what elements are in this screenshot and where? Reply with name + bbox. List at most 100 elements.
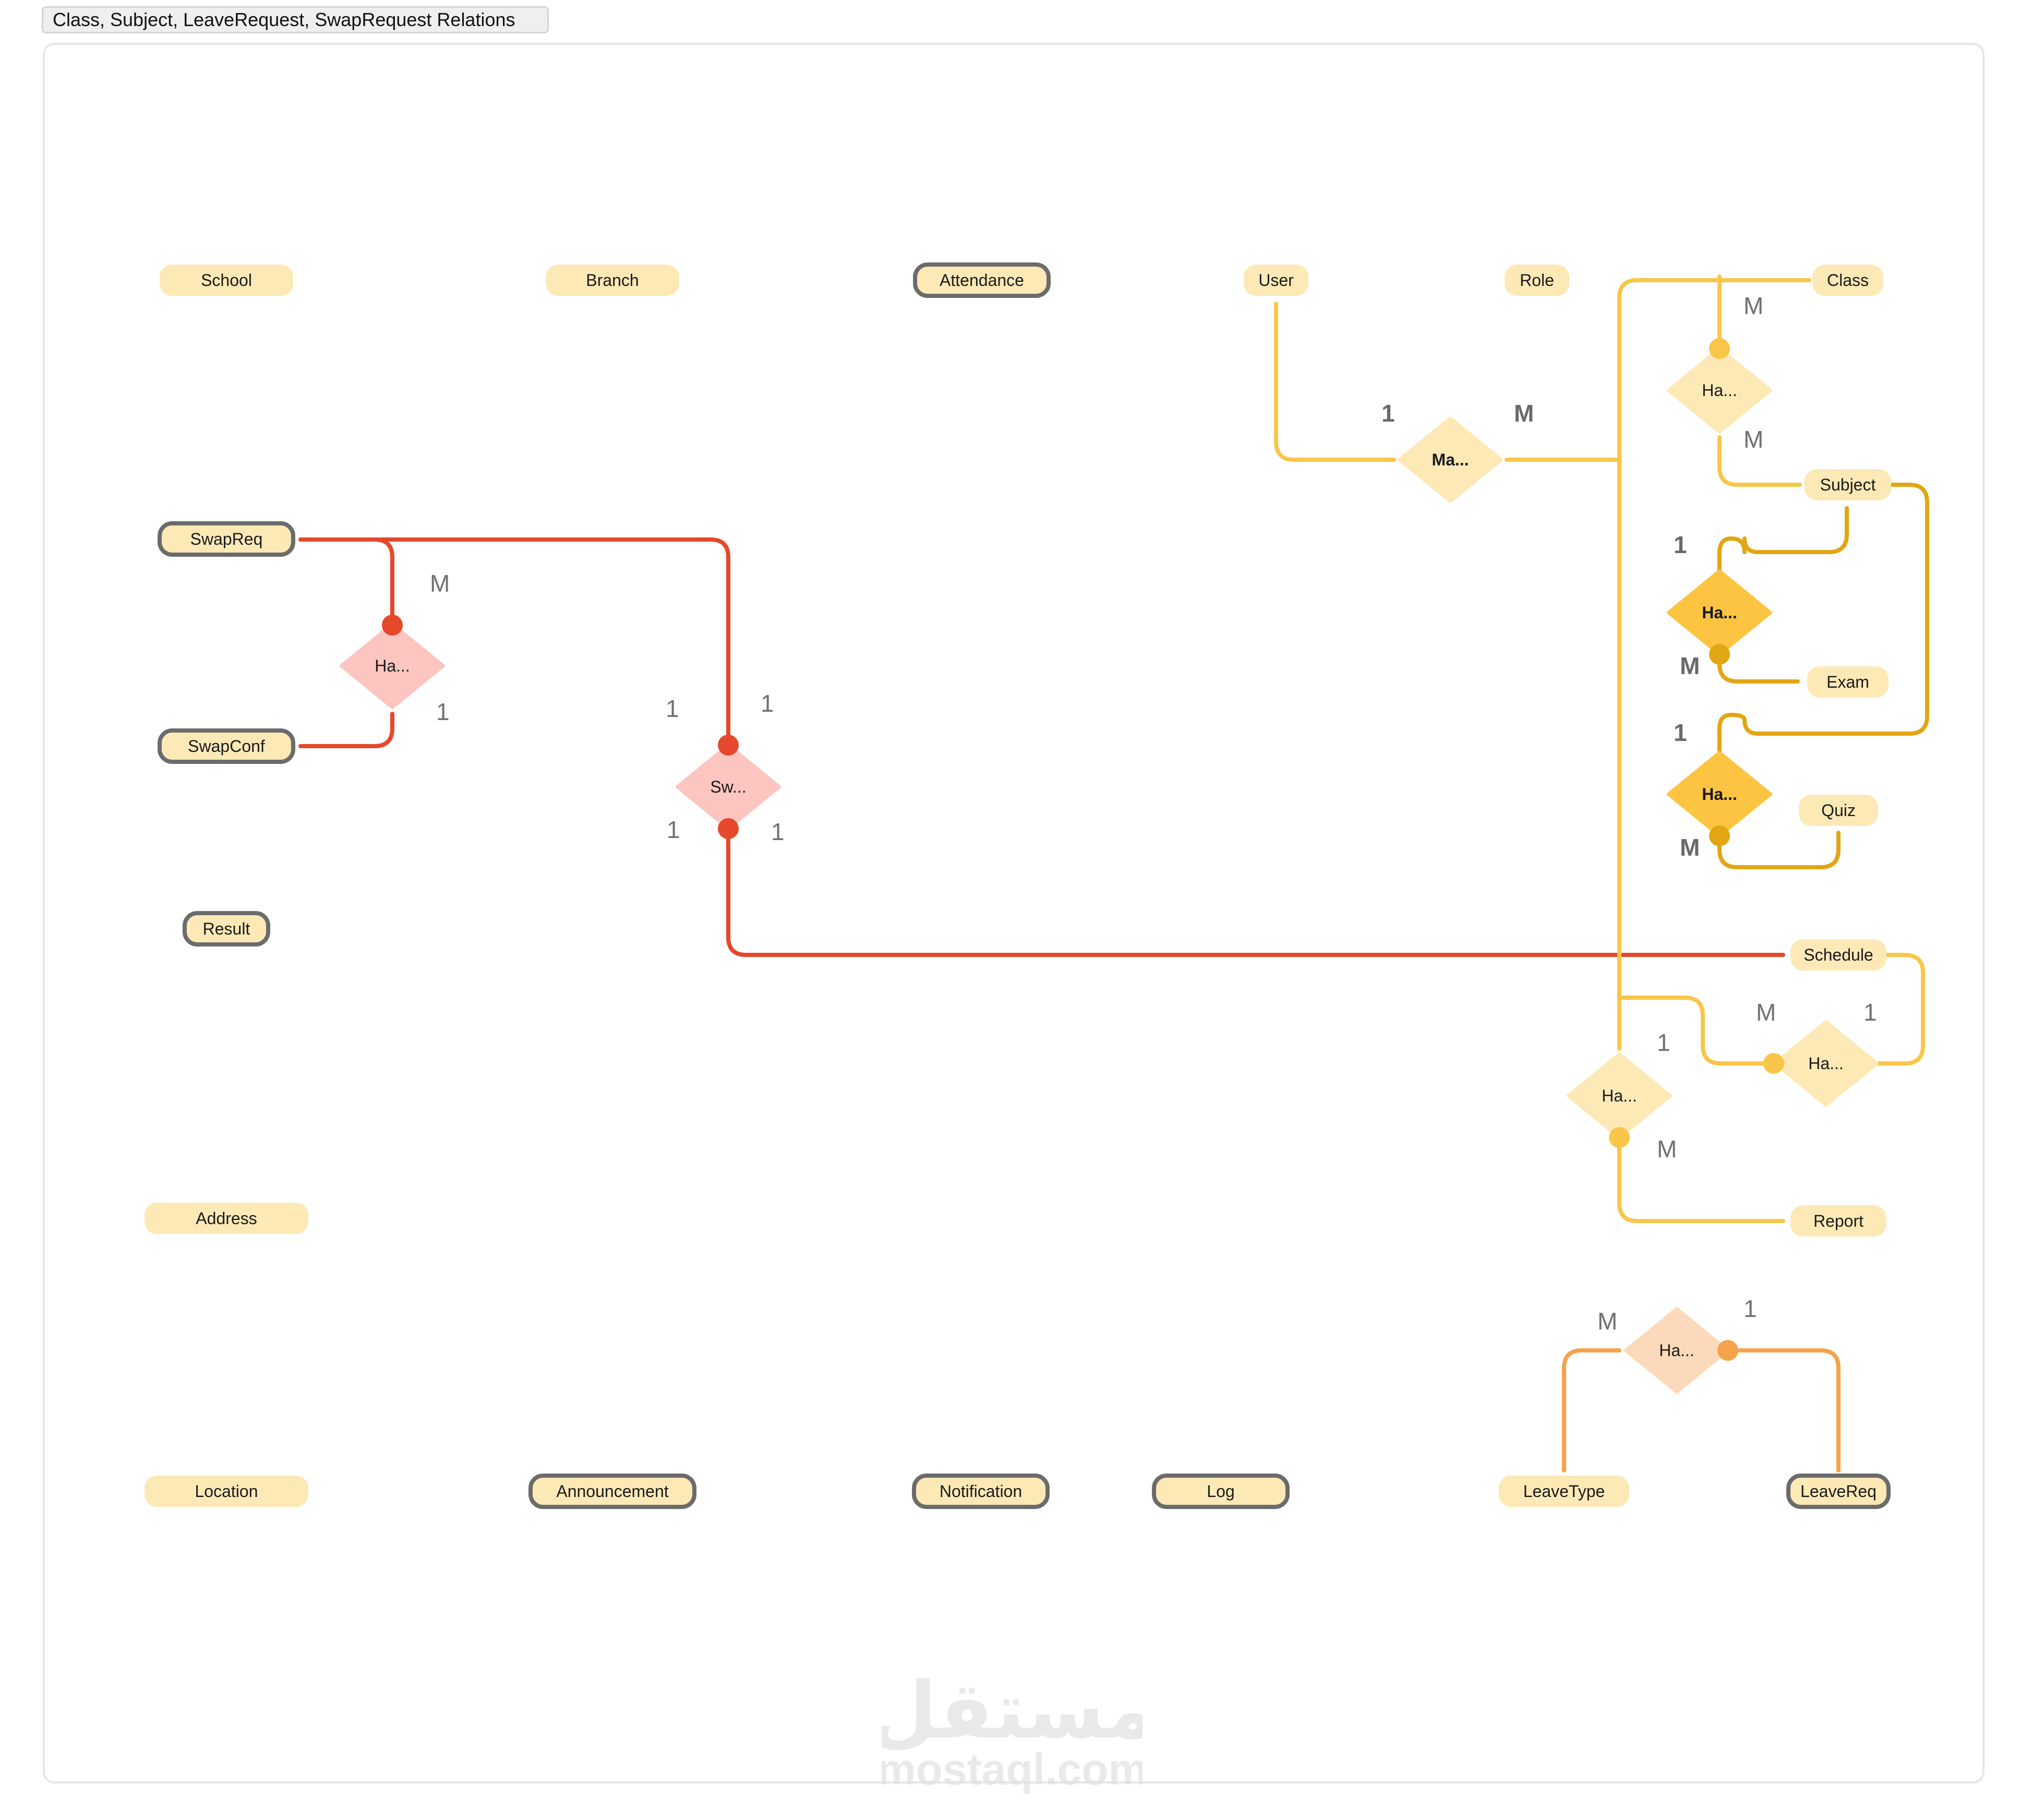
- class-trunk-edge[interactable]: [1617, 278, 1811, 1051]
- entity-report[interactable]: Report: [1790, 1205, 1886, 1237]
- edge-endpoint-dot: [718, 818, 739, 839]
- entity-box[interactable]: [1790, 939, 1886, 971]
- relationship-user-class[interactable]: Ma...: [1398, 416, 1503, 503]
- entity-leavereq[interactable]: LeaveReq: [1786, 1474, 1891, 1509]
- entity-address[interactable]: Address: [145, 1203, 308, 1234]
- hasQuiz-quiz-edge[interactable]: [1717, 831, 1841, 869]
- cardinality-label: 1: [1863, 999, 1877, 1026]
- entity-box[interactable]: [913, 262, 1051, 298]
- hasReport-report-edge[interactable]: [1617, 1141, 1785, 1223]
- swapreq-hasconf-edge[interactable]: [298, 537, 394, 627]
- swapreq-swap-edge[interactable]: [298, 537, 730, 747]
- entity-box[interactable]: [1805, 469, 1891, 500]
- trunk-hasSchedule-edge[interactable]: [1617, 996, 1776, 1065]
- cardinality-label: 1: [667, 816, 680, 843]
- entity-school[interactable]: School: [160, 265, 293, 296]
- entity-box[interactable]: [546, 265, 679, 296]
- edge-endpoint-dot: [718, 735, 739, 756]
- cardinality-label: 1: [1674, 719, 1687, 746]
- entity-role[interactable]: Role: [1505, 265, 1569, 296]
- cardinality-label: 1: [771, 818, 785, 845]
- relationship-label: Ha...: [1702, 785, 1737, 804]
- entity-log[interactable]: Log: [1152, 1474, 1290, 1509]
- diagram-title-tab[interactable]: Class, Subject, LeaveRequest, SwapReques…: [42, 6, 549, 33]
- entity-exam[interactable]: Exam: [1807, 666, 1889, 698]
- cardinality-label: M: [1597, 1308, 1617, 1335]
- entity-box[interactable]: [1807, 666, 1889, 698]
- edge-endpoint-dot: [1709, 644, 1730, 665]
- entity-box[interactable]: [145, 1476, 308, 1507]
- relationship-diamond[interactable]: [1398, 416, 1503, 503]
- relationship-label: Sw...: [710, 777, 746, 796]
- relationship-subject-exam[interactable]: Ha...: [1667, 569, 1772, 656]
- entity-label: Quiz: [1821, 801, 1856, 820]
- entity-location[interactable]: Location: [145, 1476, 308, 1507]
- subject-hasExam-edge[interactable]: [1717, 506, 1849, 574]
- entity-box[interactable]: [183, 911, 270, 947]
- entity-box[interactable]: [158, 728, 295, 764]
- entity-label: User: [1258, 271, 1294, 290]
- relationship-swapreq-swapconf[interactable]: Ha...: [340, 622, 445, 709]
- relationship-diamond[interactable]: [1773, 1020, 1879, 1107]
- entities-layer: School Branch Attendance User Role ClassSubje…: [145, 262, 1891, 1509]
- entity-box[interactable]: [1799, 795, 1878, 826]
- endpoints-layer: [382, 338, 1784, 1361]
- entity-box[interactable]: [1152, 1474, 1290, 1509]
- relationship-schedule-class[interactable]: Ha...: [1773, 1020, 1879, 1107]
- cardinality-label: 1: [1674, 531, 1687, 558]
- entity-label: Role: [1520, 271, 1554, 290]
- diagram-canvas[interactable]: [43, 43, 1985, 1783]
- relationship-class-report[interactable]: Ha...: [1567, 1052, 1672, 1139]
- entity-box[interactable]: [1786, 1474, 1891, 1509]
- entity-box[interactable]: [160, 265, 293, 296]
- cardinality-label: M: [1744, 292, 1763, 319]
- entity-announcement[interactable]: Announcement: [528, 1474, 696, 1509]
- entity-box[interactable]: [1244, 265, 1308, 296]
- entity-notification[interactable]: Notification: [912, 1474, 1050, 1509]
- entity-quiz[interactable]: Quiz: [1799, 795, 1878, 826]
- relationship-diamond[interactable]: [1624, 1307, 1729, 1394]
- entity-attendance[interactable]: Attendance: [913, 262, 1051, 298]
- relationship-swapreq-schedule[interactable]: Sw...: [676, 744, 781, 830]
- edge-endpoint-dot: [1609, 1127, 1630, 1148]
- entity-swapconf[interactable]: SwapConf: [158, 728, 295, 764]
- relationship-leavetype-leavereq[interactable]: Ha...: [1624, 1307, 1729, 1394]
- entity-leavetype[interactable]: LeaveType: [1499, 1476, 1629, 1507]
- subject-hasQuiz-edge[interactable]: [1717, 483, 1929, 756]
- leavereq-hasleave-edge[interactable]: [1731, 1348, 1841, 1472]
- relationship-subject-quiz[interactable]: Ha...: [1667, 751, 1772, 837]
- hasSubject-subject-edge[interactable]: [1717, 435, 1802, 487]
- entity-box[interactable]: [158, 521, 295, 557]
- user-manages-edge[interactable]: [1274, 302, 1396, 462]
- entity-box[interactable]: [912, 1474, 1050, 1509]
- entity-label: Notification: [940, 1482, 1022, 1501]
- swapconf-hasconf-edge[interactable]: [298, 712, 394, 748]
- relationship-diamond[interactable]: [1667, 347, 1772, 434]
- entity-label: Announcement: [556, 1482, 668, 1501]
- entity-box[interactable]: [528, 1474, 696, 1509]
- entity-box[interactable]: [1505, 265, 1569, 296]
- relationship-class-subject[interactable]: Ha...: [1667, 347, 1772, 434]
- entity-box[interactable]: [1790, 1205, 1886, 1237]
- entity-box[interactable]: [145, 1203, 308, 1234]
- schedule-hasSchedule-edge[interactable]: [1876, 953, 1925, 1065]
- entity-label: Attendance: [940, 271, 1024, 290]
- relationship-diamond[interactable]: [340, 622, 445, 709]
- mostaql-watermark: مستقل mostaql.com: [882, 1666, 1143, 1794]
- leavetype-hasleave-edge[interactable]: [1562, 1348, 1621, 1472]
- entity-schedule[interactable]: Schedule: [1790, 939, 1886, 971]
- entity-box[interactable]: [1812, 265, 1883, 296]
- entity-branch[interactable]: Branch: [546, 265, 679, 296]
- hasExam-exam-edge[interactable]: [1717, 652, 1800, 684]
- entity-class[interactable]: Class: [1812, 265, 1883, 296]
- edge-endpoint-dot: [1763, 1053, 1784, 1074]
- entity-subject[interactable]: Subject: [1805, 469, 1891, 500]
- cardinality-label: 1: [1381, 400, 1395, 427]
- relationship-label: Ha...: [375, 656, 410, 675]
- entity-result[interactable]: Result: [183, 911, 270, 947]
- entity-box[interactable]: [1499, 1476, 1629, 1507]
- entity-user[interactable]: User: [1244, 265, 1308, 296]
- swap-schedule-edge[interactable]: [726, 827, 1785, 957]
- entity-swapreq[interactable]: SwapReq: [158, 521, 295, 557]
